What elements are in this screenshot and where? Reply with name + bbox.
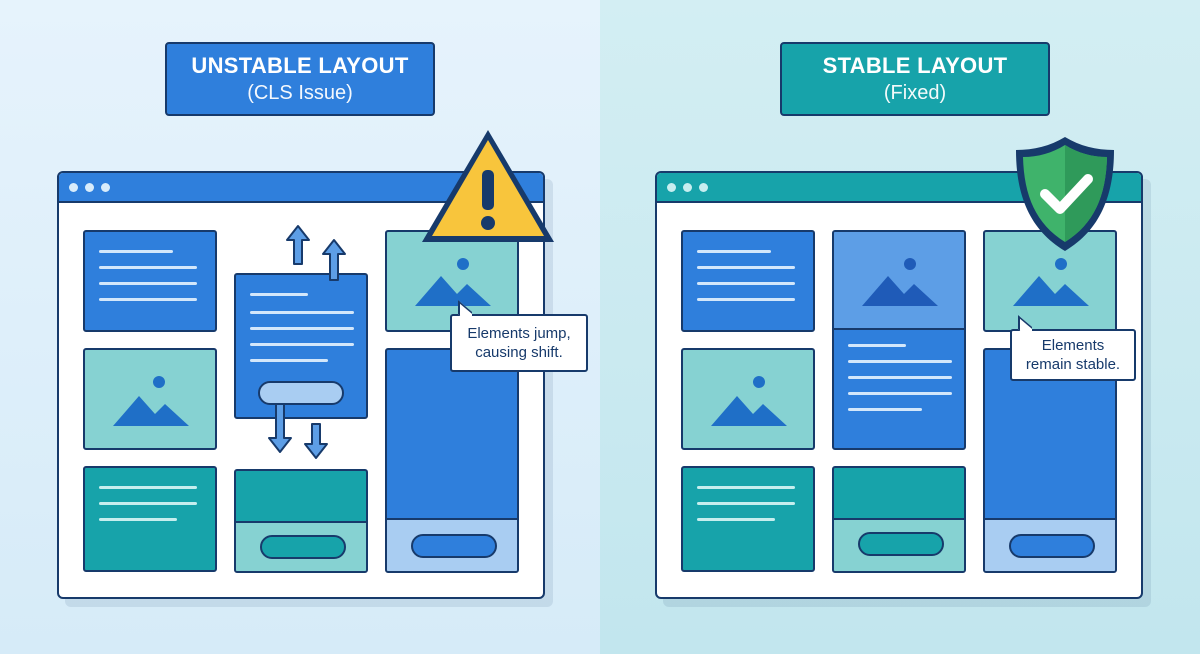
window-dot: [101, 182, 110, 192]
callout-line-2: causing shift.: [475, 344, 563, 361]
image-placeholder-icon: [1013, 258, 1089, 306]
stable-title-text: STABLE LAYOUT: [822, 53, 1008, 78]
window-dot: [683, 182, 692, 192]
window-dot: [667, 182, 676, 192]
card-button[interactable]: [858, 532, 944, 556]
card-button[interactable]: [411, 534, 497, 558]
shifting-card: [234, 273, 368, 419]
card-button[interactable]: [258, 381, 344, 405]
text-card: [681, 230, 815, 332]
unstable-subtitle-text: (CLS Issue): [247, 82, 353, 104]
unstable-layout-title: UNSTABLE LAYOUT (CLS Issue): [165, 42, 435, 116]
warning-icon: [422, 130, 554, 242]
tall-card: [385, 348, 519, 573]
stable-browser-window: [655, 171, 1143, 599]
image-placeholder-icon: [711, 376, 787, 426]
image-card: [983, 230, 1117, 332]
card-button[interactable]: [1009, 534, 1095, 558]
button-card: [234, 469, 368, 573]
image-placeholder-icon: [415, 258, 491, 306]
card-button[interactable]: [260, 535, 346, 559]
button-card: [832, 466, 966, 573]
shift-down-arrows-icon: [268, 403, 328, 459]
text-card: [681, 466, 815, 572]
stable-layout-title: STABLE LAYOUT (Fixed): [780, 42, 1050, 116]
text-card: [83, 230, 217, 332]
tall-card: [983, 348, 1117, 573]
callout-line-2: remain stable.: [1025, 356, 1121, 373]
stable-callout: Elements remain stable.: [1010, 329, 1136, 381]
image-placeholder-icon: [113, 376, 189, 426]
text-card: [83, 466, 217, 572]
window-dot: [699, 182, 708, 192]
reserved-image-card: [832, 230, 966, 450]
image-card: [83, 348, 217, 450]
stable-subtitle-text: (Fixed): [883, 82, 947, 104]
unstable-callout: Elements jump, causing shift.: [450, 314, 588, 372]
window-dot: [69, 182, 78, 192]
unstable-title-text: UNSTABLE LAYOUT: [191, 53, 409, 78]
window-dot: [85, 182, 94, 192]
image-placeholder-icon: [862, 258, 938, 306]
shift-up-arrows-icon: [286, 225, 346, 281]
image-card: [681, 348, 815, 450]
shield-check-icon: [1016, 137, 1114, 251]
callout-line-1: Elements jump,: [467, 325, 571, 342]
callout-line-1: Elements: [1041, 337, 1105, 354]
